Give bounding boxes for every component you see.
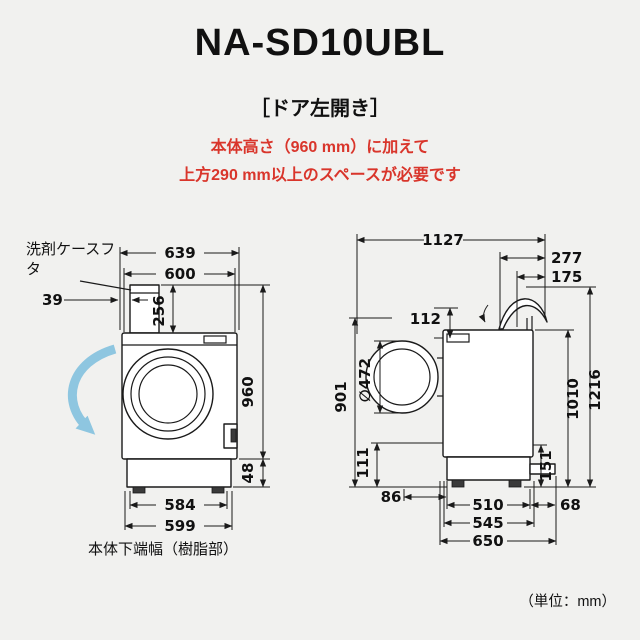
dim-side-body-depth: 545 bbox=[472, 514, 503, 532]
front-view-outline bbox=[79, 280, 238, 494]
dim-side-front-clearance: 86 bbox=[381, 488, 402, 506]
dim-side-door-top: 112 bbox=[410, 310, 441, 328]
side-view: 1127 277 175 112 ∅472 901 111 86 510 545… bbox=[332, 231, 604, 550]
dim-side-top-rear-2: 175 bbox=[551, 268, 582, 286]
dim-front-case-height: 256 bbox=[150, 295, 168, 326]
dim-side-height-body: 1010 bbox=[564, 378, 582, 420]
dim-front-bottom-width-resin: 584 bbox=[164, 496, 195, 514]
dim-side-base-depth: 510 bbox=[472, 496, 503, 514]
page-title: NA-SD10UBL bbox=[194, 22, 446, 64]
clearance-note-line2: 上方290 mm以上のスペースが必要です bbox=[179, 167, 461, 184]
front-view-dimensions bbox=[64, 247, 270, 530]
dim-front-height-body: 960 bbox=[239, 376, 257, 407]
dim-side-depth-floor: 650 bbox=[472, 532, 503, 550]
dim-side-height-lid-open: 1216 bbox=[586, 369, 604, 411]
dim-side-rear-overhang: 68 bbox=[560, 496, 581, 514]
dim-side-top-rear-1: 277 bbox=[551, 249, 582, 267]
dim-front-height-base: 48 bbox=[239, 463, 257, 484]
door-swing-arrow bbox=[68, 344, 117, 435]
dim-side-depth-total: 1127 bbox=[422, 231, 464, 249]
dim-side-lower-front: 111 bbox=[354, 447, 372, 478]
unit-label: （単位：mm） bbox=[519, 594, 616, 610]
front-view: 639 600 39 256 960 48 584 599 bbox=[42, 244, 270, 535]
side-view-dimensions bbox=[349, 234, 596, 545]
dim-front-width-body: 600 bbox=[164, 265, 195, 283]
front-view-dimension-labels: 639 600 39 256 960 48 584 599 bbox=[42, 244, 257, 535]
detergent-case-lid-caption: 洗剤ケースフタ bbox=[26, 241, 116, 278]
bottom-width-caption: 本体下端幅（樹脂部） bbox=[88, 541, 239, 558]
dim-side-door-diameter: ∅472 bbox=[356, 358, 374, 402]
clearance-note-line1: 本体高さ（960 mm）に加えて bbox=[210, 139, 430, 156]
door-open-direction-label: ［ドア左開き］ bbox=[250, 98, 390, 120]
dim-front-case-offset: 39 bbox=[42, 291, 63, 309]
side-view-outline bbox=[365, 298, 556, 488]
side-view-dimension-labels: 1127 277 175 112 ∅472 901 111 86 510 545… bbox=[332, 231, 604, 550]
clearance-note: 本体高さ（960 mm）に加えて 上方290 mm以上のスペースが必要です bbox=[0, 134, 640, 190]
dim-front-width-total: 639 bbox=[164, 244, 195, 262]
dim-side-door-center-height: 901 bbox=[332, 381, 350, 412]
dim-side-rear-bottom: 151 bbox=[537, 450, 555, 481]
dim-front-bottom-width: 599 bbox=[164, 517, 195, 535]
